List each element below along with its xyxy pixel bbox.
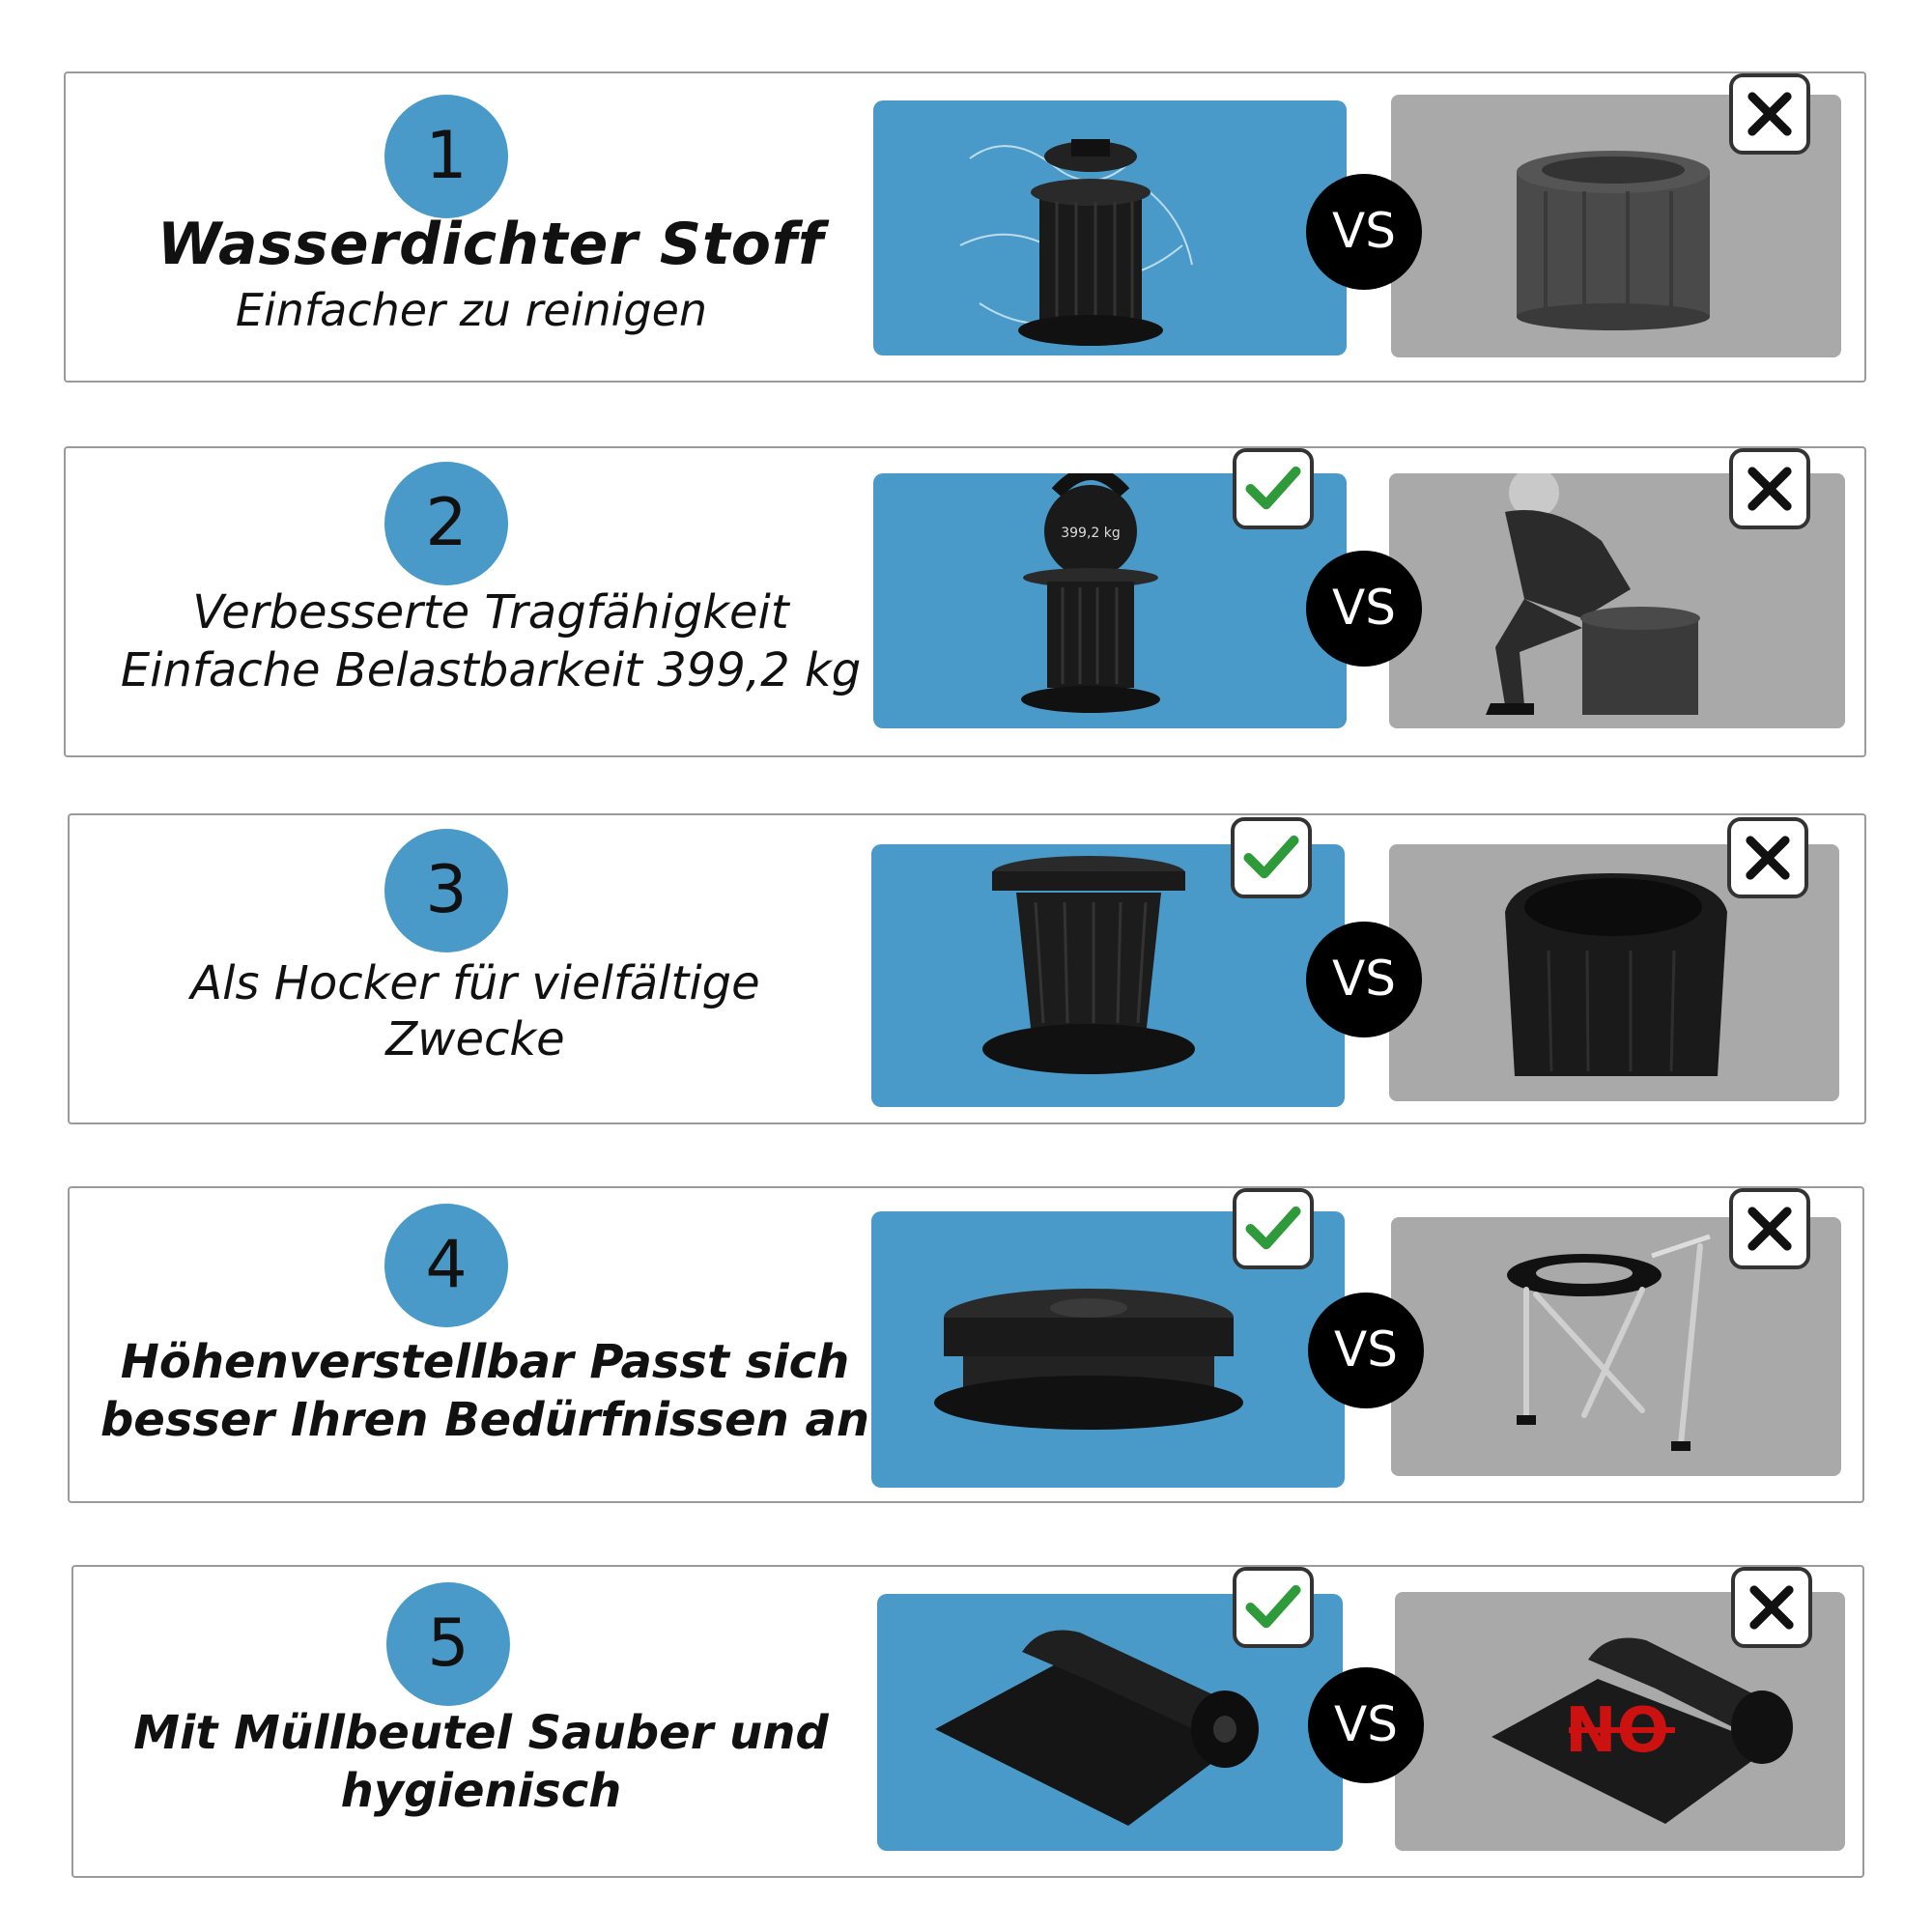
trash-bag-roll-image [935,1630,1259,1826]
feature-text-block: 5 Mit Müllbeutel Sauber und hygienisch [73,1567,923,1876]
versus-badge: VS [1308,1293,1424,1408]
feature-text-block: 1 Wasserdichter Stoff Einfacher zu reini… [66,73,916,381]
cross-icon [1729,448,1810,529]
product-image-panel [871,1211,1345,1488]
check-icon [1233,1567,1314,1648]
versus-badge: VS [1306,551,1422,667]
sitting-man-image [1486,473,1700,715]
step-number-badge: 4 [384,1204,508,1327]
cross-icon [1729,1188,1810,1269]
competitor-toilet-image [1517,151,1710,330]
comparison-row-5: 5 Mit Müllbeutel Sauber und hygienisch V… [71,1565,1864,1878]
versus-badge: VS [1306,174,1422,290]
feature-subtitle: Einfacher zu reinigen [235,284,708,336]
kettlebell-stool-image: 399,2 kg [1021,473,1160,713]
cross-icon [1731,1567,1812,1648]
svg-text:399,2 kg: 399,2 kg [1061,526,1121,541]
stool-image [982,856,1195,1074]
feature-line-1: Als Hocker für vielfältige [190,956,760,1010]
feature-text-block: 3 Als Hocker für vielfältige Zwecke [70,815,920,1122]
competitor-image-panel: NO [1395,1592,1845,1851]
feature-line-2: hygienisch [340,1764,622,1818]
step-number-badge: 5 [386,1582,510,1706]
check-icon [1233,1188,1314,1269]
product-image-panel [873,100,1347,355]
feature-line-1: Höhenverstellbar Passt sich [120,1335,850,1389]
comparison-row-2: 2 Verbesserte Tragfähigkeit Einfache Bel… [64,446,1866,757]
feature-title: Wasserdichter Stoff [156,211,825,278]
competitor-portable-toilet-image [1505,873,1727,1076]
feature-line-1: Mit Müllbeutel Sauber und [133,1706,829,1760]
comparison-row-3: 3 Als Hocker für vielfältige Zwecke VS [68,813,1866,1124]
feature-text-block: 2 Verbesserte Tragfähigkeit Einfache Bel… [66,448,916,755]
check-icon [1233,448,1314,529]
feature-line-2: Einfache Belastbarkeit 399,2 kg [120,643,862,697]
feature-line-1: Verbesserte Tragfähigkeit [192,585,789,639]
collapsed-stool-image [934,1289,1243,1430]
folding-chair-toilet-image [1507,1234,1711,1451]
feature-line-2: Zwecke [385,1012,565,1066]
feature-text-block: 4 Höhenverstellbar Passt sich besser Ihr… [70,1188,920,1501]
feature-line-2: besser Ihren Bedürfnissen an [99,1393,870,1447]
versus-badge: VS [1308,1667,1424,1783]
check-icon [1231,817,1312,898]
cross-icon [1727,817,1808,898]
product-image-panel: 399,2 kg [873,473,1347,728]
product-image-panel [877,1594,1343,1851]
waterproof-stool-image [959,139,1193,346]
step-number-badge: 2 [384,462,508,585]
versus-badge: VS [1306,922,1422,1037]
comparison-row-1: 1 Wasserdichter Stoff Einfacher zu reini… [64,71,1866,383]
competitor-trash-bag-image: NO [1492,1637,1793,1824]
comparison-row-4: 4 Höhenverstellbar Passt sich besser Ihr… [68,1186,1864,1503]
step-number-badge: 1 [384,95,508,218]
cross-icon [1729,73,1810,155]
step-number-badge: 3 [384,829,508,952]
